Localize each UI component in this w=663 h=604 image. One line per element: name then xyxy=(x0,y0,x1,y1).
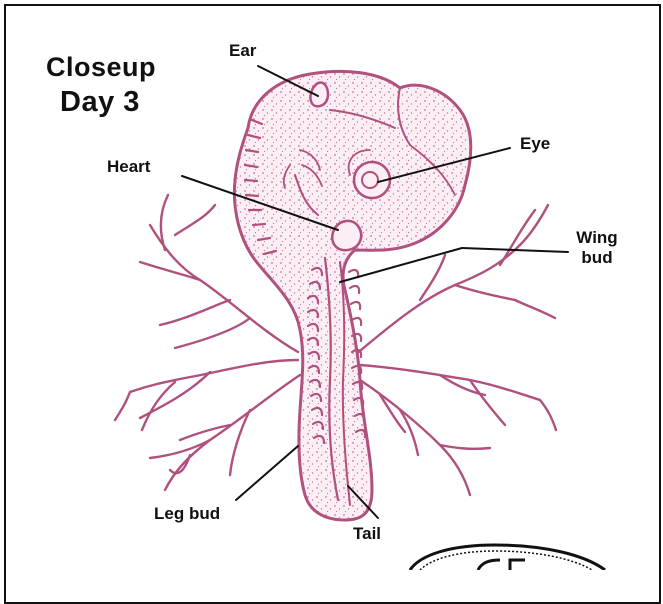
tail-label: Tail xyxy=(353,524,381,544)
wing-bud-label: Wing bud xyxy=(568,228,626,268)
wing-bud-leader-2 xyxy=(340,248,462,282)
wing-bud-label-line-2: bud xyxy=(568,248,626,268)
heart-label: Heart xyxy=(107,157,150,177)
seal-stamp xyxy=(410,545,605,570)
eye-label: Eye xyxy=(520,134,550,154)
title-line-1: Closeup xyxy=(46,52,156,83)
title-line-2: Day 3 xyxy=(60,86,140,119)
leg-bud-label: Leg bud xyxy=(154,504,220,524)
heart-structure xyxy=(332,221,361,250)
ear-label: Ear xyxy=(229,41,256,61)
leg-bud-leader xyxy=(236,446,298,500)
wing-bud-label-line-1: Wing xyxy=(568,228,626,248)
